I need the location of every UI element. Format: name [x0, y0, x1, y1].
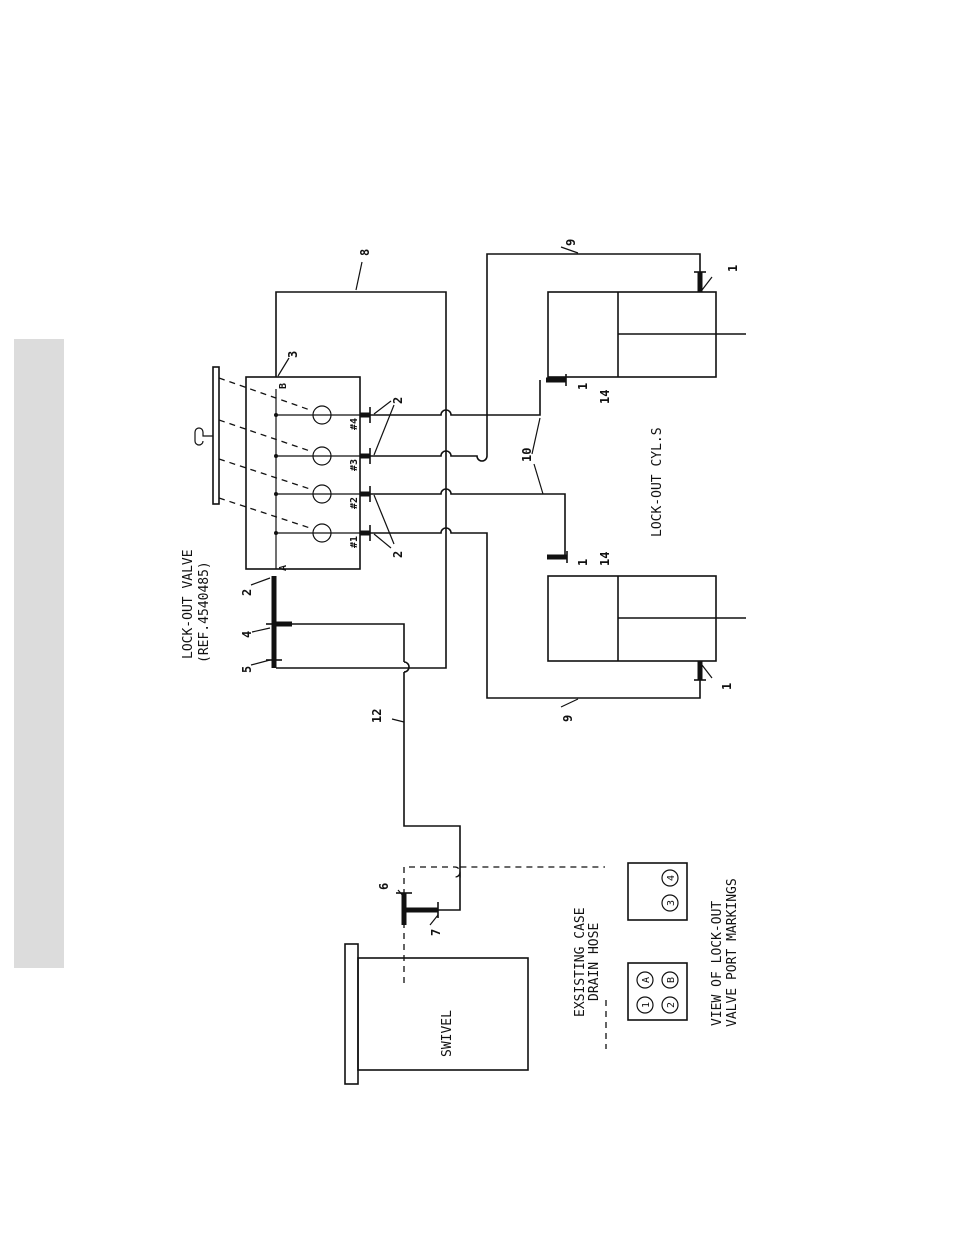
- callout-2-block: 2: [240, 589, 254, 596]
- callout-14-upper: 14: [598, 390, 612, 404]
- port-b-label: B: [278, 383, 289, 389]
- swivel-label: SWIVEL: [440, 1010, 455, 1057]
- callout-3: 3: [286, 351, 300, 358]
- callout-1-upper-cyl: 1: [576, 383, 590, 390]
- port-markings-box-right: [628, 863, 687, 920]
- callout-2-ports-lower: 2: [391, 551, 405, 558]
- marking-3: 3: [666, 900, 677, 906]
- callout-7: 7: [429, 929, 443, 936]
- marking-1: 1: [641, 1002, 652, 1008]
- port-markings-box-left: [628, 963, 687, 1020]
- callout-9-bottom: 9: [561, 715, 575, 722]
- tee-fitting-6-7: [396, 893, 438, 925]
- callout-4: 4: [240, 631, 254, 638]
- view-label-line2: VALVE PORT MARKINGS: [725, 878, 740, 1027]
- port-a-label: A: [278, 565, 289, 571]
- marking-2: 2: [666, 1002, 677, 1008]
- port-markings-view: [628, 863, 687, 1020]
- marking-4: 4: [666, 875, 677, 881]
- drain-hose-label-line1: EXSISTING CASE: [573, 907, 588, 1017]
- callout-1-bottom: 1: [720, 683, 734, 690]
- callout-8: 8: [358, 249, 372, 256]
- lockout-valve-ref: (REF.4540485): [197, 561, 212, 663]
- valve-handle: [195, 367, 310, 528]
- callout-1-top: 1: [726, 265, 740, 272]
- drain-hose-label-line2: DRAIN HOSE: [587, 923, 602, 1001]
- view-label-line1: VIEW OF LOCK-OUT: [710, 901, 725, 1026]
- lockout-cylinder-lower: [547, 551, 746, 680]
- callout-10: 10: [520, 448, 534, 462]
- valve-ports-group: [274, 389, 360, 569]
- callout-2-ports-upper: 2: [391, 397, 405, 404]
- lockout-cylinders-label: LOCK-OUT CYL.S: [650, 427, 665, 537]
- marking-a: A: [641, 977, 652, 983]
- callout-5: 5: [240, 666, 254, 673]
- callout-12: 12: [370, 709, 384, 723]
- swivel: [345, 944, 528, 1084]
- callout-leaders: [251, 247, 712, 925]
- marking-b: B: [666, 977, 677, 983]
- port-2-label: #2: [349, 497, 360, 509]
- port-1-label: #1: [349, 536, 360, 548]
- callout-1-lower-cyl: 1: [576, 559, 590, 566]
- port-3-label: #3: [349, 459, 360, 471]
- lockout-cylinder-upper: [546, 272, 746, 386]
- port-fittings: [360, 407, 370, 541]
- lockout-valve-label: LOCK-OUT VALVE: [181, 549, 196, 659]
- line-8: [276, 292, 446, 668]
- callout-14-lower: 14: [598, 552, 612, 566]
- callout-6: 6: [377, 883, 391, 890]
- line-12: [404, 672, 460, 910]
- callout-9-top: 9: [564, 239, 578, 246]
- port-4-label: #4: [349, 418, 360, 430]
